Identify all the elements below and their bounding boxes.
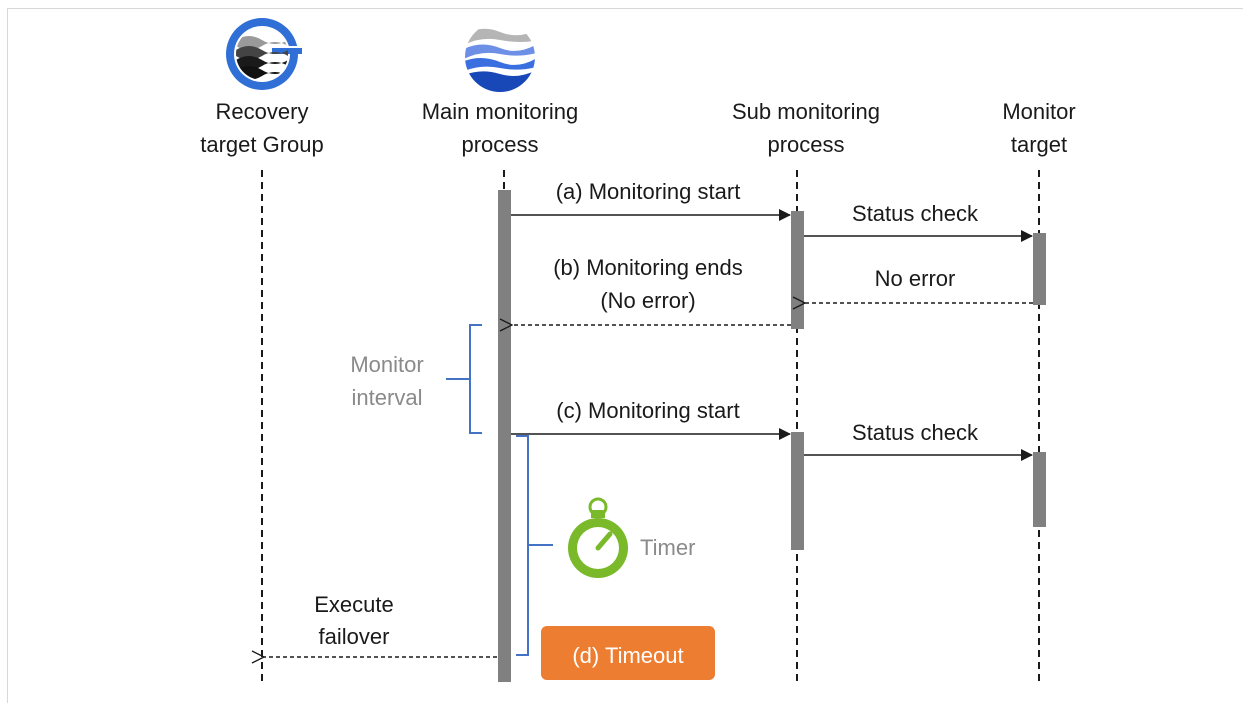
activation-target-2 <box>1033 452 1046 527</box>
participant-recovery-line2: target Group <box>200 132 324 157</box>
label-interval-line1: Monitor <box>350 352 423 377</box>
label-timer: Timer <box>640 535 695 560</box>
diagram-frame <box>7 8 1243 703</box>
group-logo-icon <box>226 18 302 90</box>
label-status-check-1: Status check <box>852 201 979 226</box>
label-b-ends-line2: (No error) <box>600 288 695 313</box>
label-c-monitoring-start: (c) Monitoring start <box>556 398 739 423</box>
label-b-ends-line1: (b) Monitoring ends <box>553 255 743 280</box>
participant-target-line1: Monitor <box>1002 99 1075 124</box>
label-interval-line2: interval <box>352 385 423 410</box>
label-timeout: (d) Timeout <box>572 643 683 668</box>
label-status-check-2: Status check <box>852 420 979 445</box>
monitoring-logo-icon <box>465 22 535 92</box>
label-failover-line1: Execute <box>314 592 394 617</box>
participant-target-line2: target <box>1011 132 1067 157</box>
participant-main-line2: process <box>461 132 538 157</box>
label-failover-line2: failover <box>319 624 390 649</box>
monitor-interval-bracket <box>446 324 482 434</box>
participant-main-line1: Main monitoring <box>422 99 579 124</box>
participant-sub-line2: process <box>767 132 844 157</box>
activation-sub-1 <box>791 211 804 329</box>
label-no-error: No error <box>875 266 956 291</box>
activation-main <box>498 190 511 682</box>
activation-target-1 <box>1033 233 1046 305</box>
participant-recovery-line1: Recovery <box>216 99 309 124</box>
stopwatch-icon <box>568 497 628 578</box>
activation-sub-2 <box>791 432 804 550</box>
participant-sub-line1: Sub monitoring <box>732 99 880 124</box>
timer-bracket <box>516 435 553 656</box>
label-a-monitoring-start: (a) Monitoring start <box>556 179 741 204</box>
timeout-badge <box>541 626 715 680</box>
